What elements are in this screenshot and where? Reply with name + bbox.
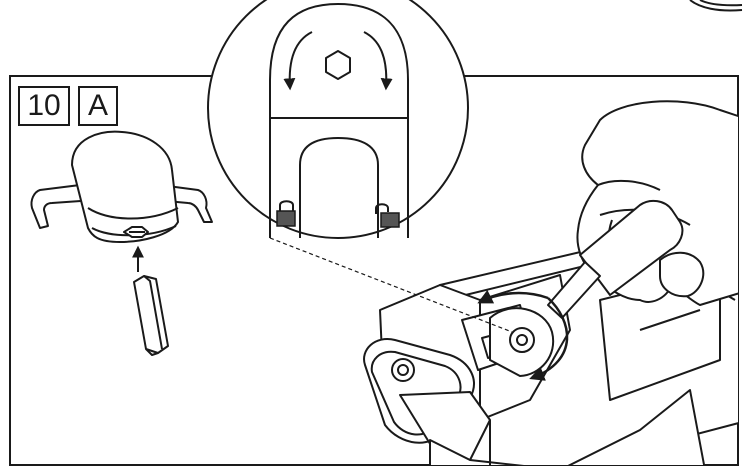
cap-part — [30, 130, 213, 243]
detail-leader-line — [269, 237, 513, 333]
hex-bolt-icon — [325, 50, 351, 80]
previous-step-fragment — [689, 0, 743, 12]
rotate-right-arrow — [363, 31, 393, 91]
detail-zoom-circle — [207, 0, 469, 239]
hex-key-icon — [133, 275, 169, 356]
rotate-left-arrow — [283, 31, 313, 91]
step-number-label: 10 — [18, 86, 70, 126]
lock-open-icon — [375, 203, 400, 228]
rotate-both-directions-icon — [477, 289, 569, 381]
hex-key-icon — [547, 261, 601, 319]
lock-closed-icon — [276, 200, 296, 227]
step-letter-label: A — [78, 86, 118, 126]
hand-with-hex-key — [547, 100, 738, 319]
